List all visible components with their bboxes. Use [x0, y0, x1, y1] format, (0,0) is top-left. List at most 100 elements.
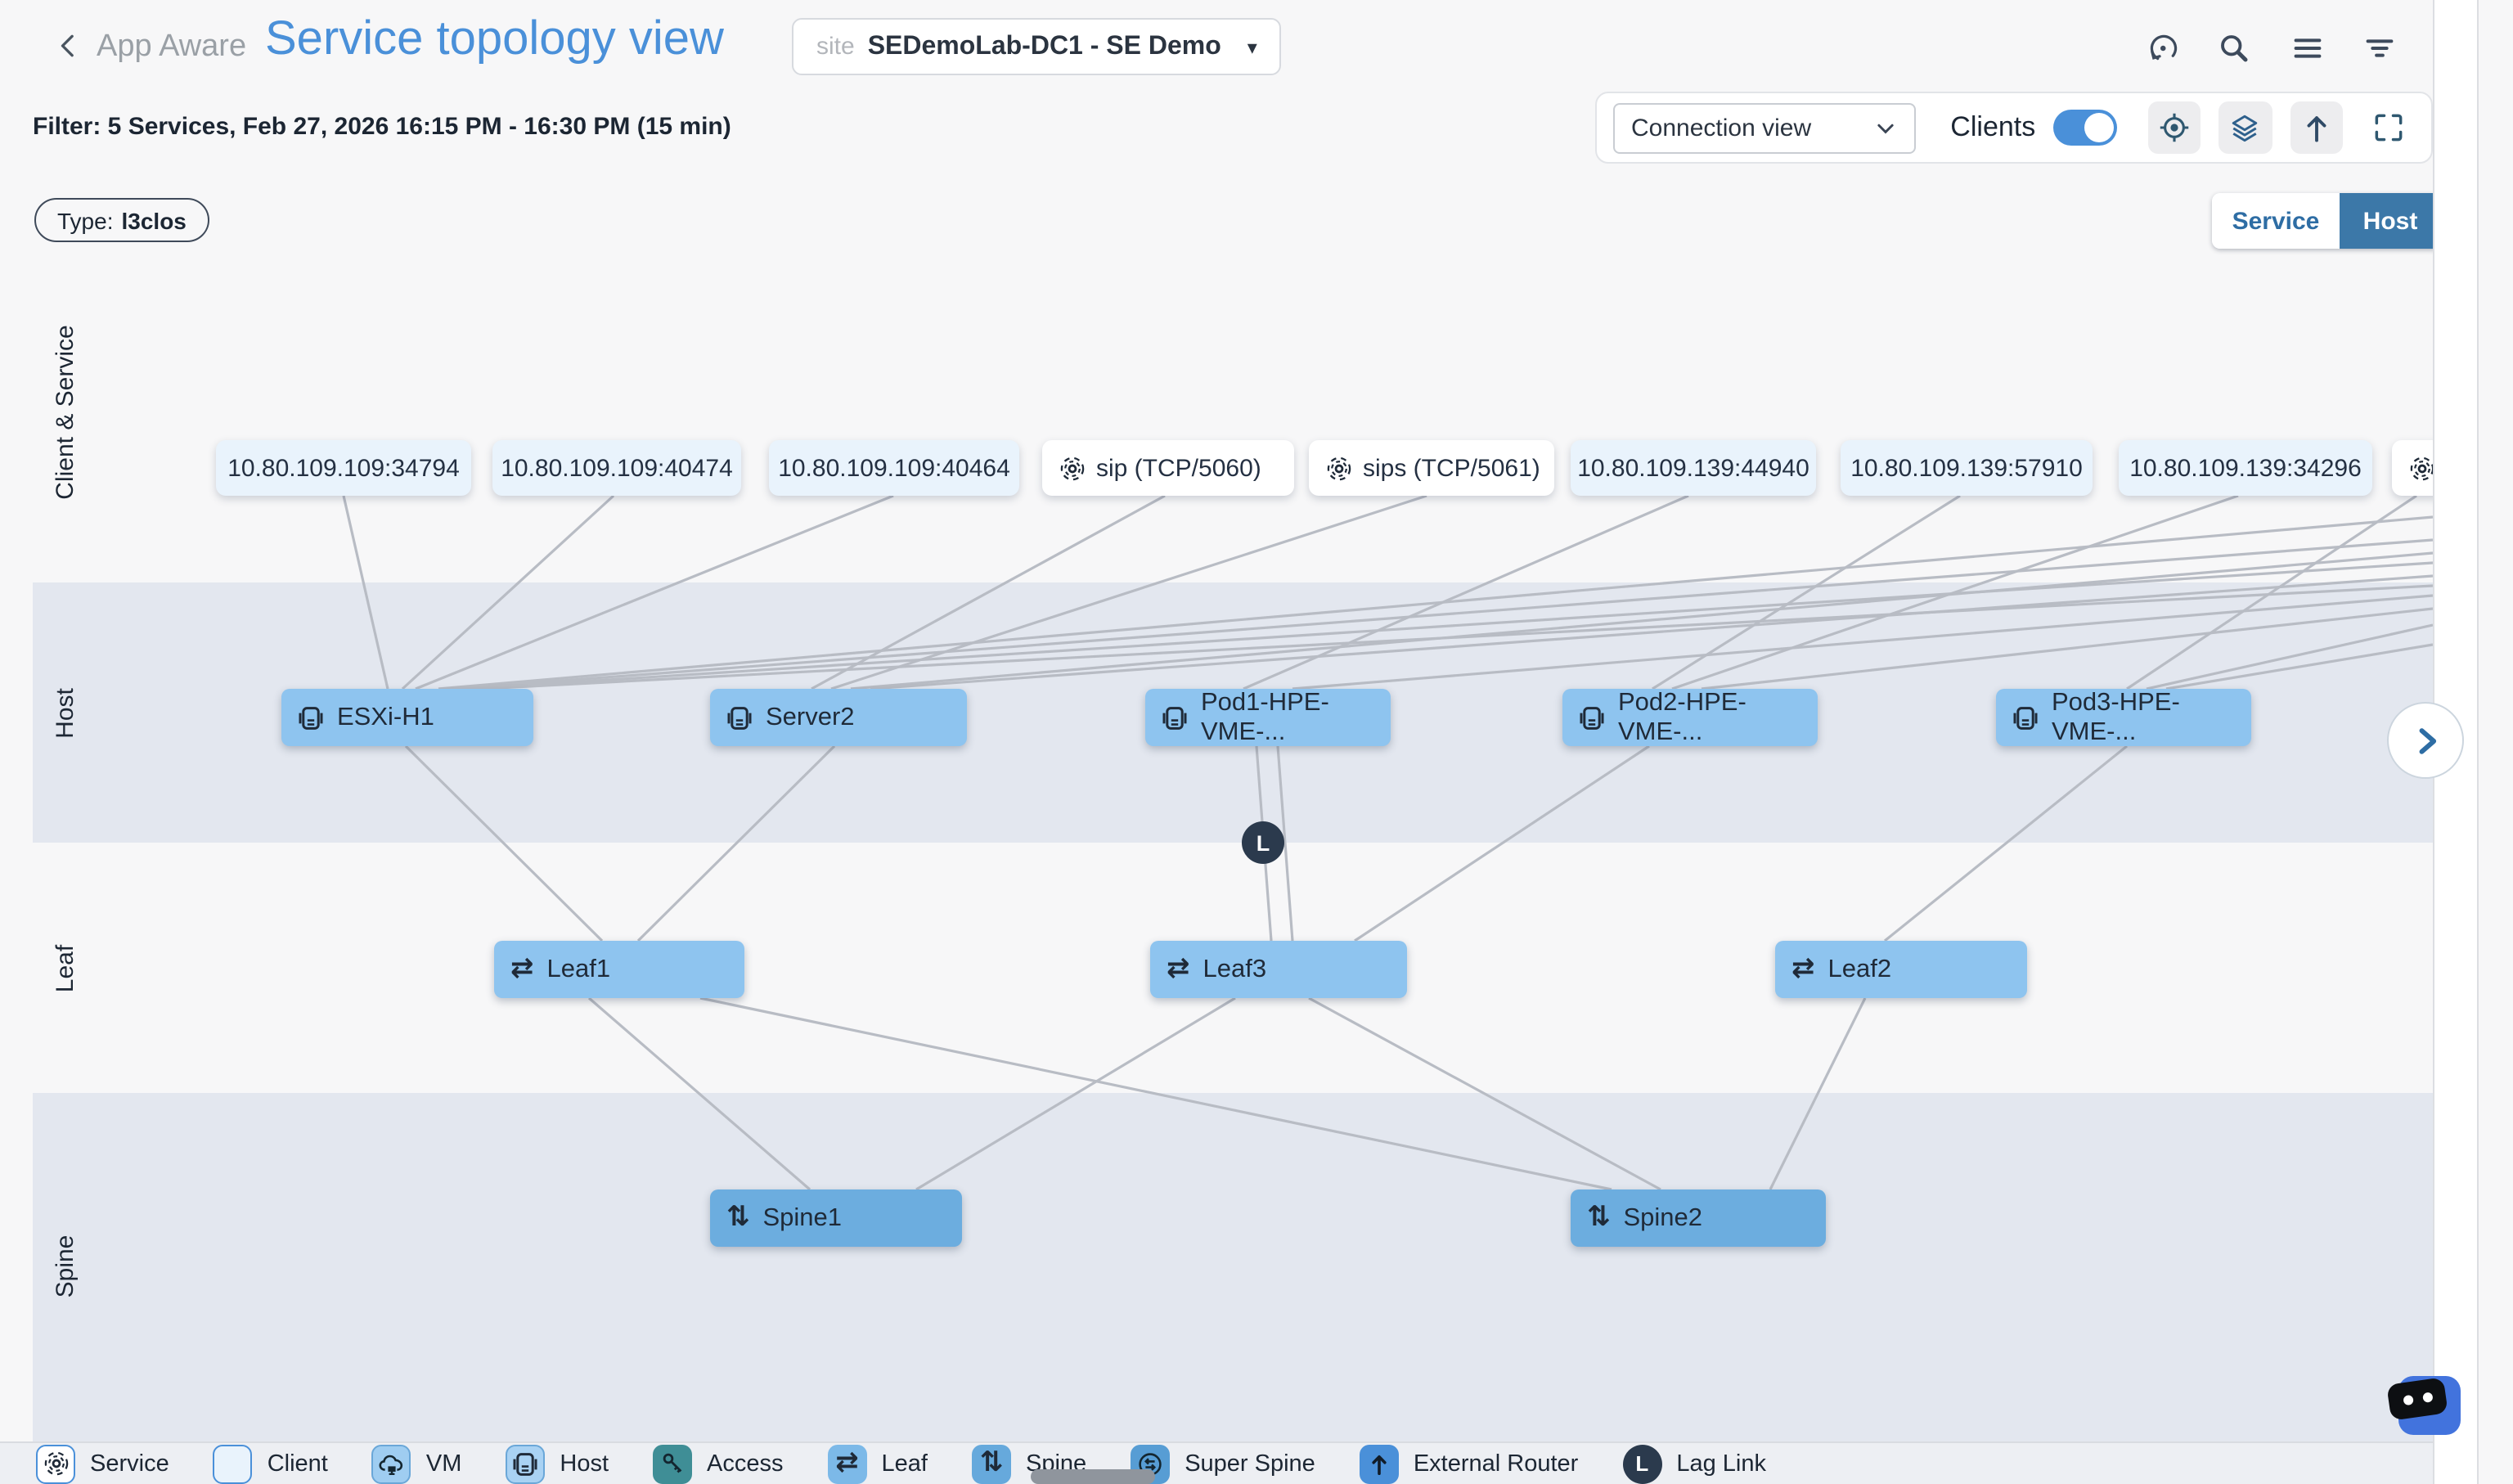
- chip-label: sip (TCP/5060): [1096, 454, 1261, 482]
- client-chip[interactable]: 10.80.109.109:40464: [769, 440, 1019, 496]
- lane-band: [33, 1093, 2433, 1441]
- filter-summary: Filter: 5 Services, Feb 27, 2026 16:15 P…: [33, 113, 731, 141]
- client-chip[interactable]: 10.80.109.109:34794: [216, 440, 471, 496]
- service-chip[interactable]: sips (TCP/5061): [1309, 440, 1554, 496]
- client-chip[interactable]: 10.80.109.109:40474: [492, 440, 741, 496]
- legend-item-host: Host: [506, 1444, 609, 1483]
- locate-icon[interactable]: [2147, 101, 2201, 154]
- robot-head-icon: [2386, 1377, 2448, 1421]
- chip-label: 10.80.109.109:40474: [501, 454, 733, 482]
- view-toolbar: Connection view Clients: [1595, 92, 2433, 164]
- legend-label: Host: [560, 1450, 609, 1477]
- legend-label: VM: [425, 1450, 462, 1477]
- history-icon[interactable]: [2142, 26, 2184, 69]
- host-icon: [2012, 704, 2039, 731]
- chip-label: 10.80.109.139:57910: [1850, 454, 2083, 482]
- leaf-node[interactable]: ⇄Leaf3: [1150, 941, 1407, 998]
- legend-label: Leaf: [881, 1450, 928, 1477]
- vm-legend-icon: [371, 1444, 411, 1483]
- filter-icon[interactable]: [2358, 26, 2400, 69]
- horizontal-scrollbar-thumb[interactable]: [1031, 1469, 1155, 1484]
- view-mode-value: Connection view: [1631, 114, 1812, 142]
- host-node[interactable]: Server2: [710, 689, 967, 746]
- chevron-down-icon: [1877, 123, 1894, 133]
- clients-toggle[interactable]: [2053, 110, 2116, 146]
- back-button[interactable]: [49, 26, 88, 65]
- host-node[interactable]: ESXi-H1: [281, 689, 533, 746]
- spine-glyph: ⇅: [1587, 1201, 1611, 1234]
- service-chip[interactable]: [2392, 440, 2433, 496]
- clients-label: Clients: [1950, 111, 2036, 142]
- legend-item-vm: VM: [371, 1444, 462, 1483]
- client-chip[interactable]: 10.80.109.139:44940: [1571, 440, 1816, 496]
- leaf-glyph: ⇄: [1791, 952, 1815, 985]
- dropdown-caret-icon: ▾: [1247, 35, 1257, 58]
- fullscreen-icon[interactable]: [2362, 101, 2415, 154]
- spine-legend-icon: ⇅: [972, 1444, 1011, 1483]
- node-label: ESXi-H1: [337, 703, 434, 731]
- type-filter-chip: Type: l3clos: [34, 198, 209, 242]
- open-right-panel-button[interactable]: [2387, 702, 2464, 779]
- legend-item-superspine: Super Spine: [1131, 1444, 1315, 1483]
- lane-label-client-service: Client & Service: [52, 325, 79, 500]
- site-value: SEDemoLab-DC1 - SE Demo: [867, 32, 1221, 60]
- host-tab[interactable]: Host: [2340, 193, 2441, 249]
- client-chip[interactable]: 10.80.109.139:34296: [2119, 440, 2372, 496]
- extrouter-legend-icon: [1359, 1444, 1399, 1483]
- host-node[interactable]: Pod2-HPE-VME-...: [1562, 688, 1818, 746]
- node-label: Leaf2: [1827, 955, 1892, 983]
- leaf-node[interactable]: ⇄ Leaf2: [1775, 941, 2027, 998]
- chip-label: sips (TCP/5061): [1363, 454, 1540, 482]
- site-selector[interactable]: site SEDemoLab-DC1 - SE Demo ▾: [792, 18, 1282, 75]
- legend-label: Service: [90, 1450, 169, 1477]
- spine-node[interactable]: ⇅Spine1: [710, 1189, 962, 1247]
- host-node[interactable]: Pod1-HPE-VME-...: [1145, 688, 1391, 746]
- host-node[interactable]: Pod3-HPE-VME-...: [1996, 688, 2251, 746]
- page-title: Service topology view: [265, 13, 724, 65]
- chevron-right-icon: [2418, 727, 2436, 753]
- chip-label: 10.80.109.139:34296: [2129, 454, 2362, 482]
- node-label: Spine1: [762, 1203, 843, 1231]
- node-label: Spine2: [1623, 1203, 1703, 1231]
- client-chip[interactable]: 10.80.109.139:57910: [1841, 440, 2093, 496]
- lag-link-badge[interactable]: L: [1242, 821, 1284, 864]
- node-label: Pod2-HPE-VME-...: [1618, 688, 1747, 745]
- access-legend-icon: [653, 1444, 693, 1483]
- chevron-left-icon: [61, 34, 74, 57]
- service-icon: [2410, 456, 2433, 480]
- chip-label: 10.80.109.109:34794: [227, 454, 460, 482]
- legend-label: Client: [267, 1450, 328, 1477]
- legend-label: Super Spine: [1185, 1450, 1315, 1477]
- menu-icon[interactable]: [2286, 26, 2328, 69]
- service-host-segmented: Service Host: [2212, 193, 2441, 249]
- legend-label: Lag Link: [1676, 1450, 1766, 1477]
- legend-label: Access: [707, 1450, 784, 1477]
- assistant-robot-button[interactable]: [2386, 1376, 2461, 1435]
- host-icon: [1162, 704, 1188, 731]
- service-icon: [1327, 456, 1351, 480]
- node-label: Pod3-HPE-VME-...: [2052, 688, 2180, 745]
- service-chip[interactable]: sip (TCP/5060): [1042, 440, 1294, 496]
- legend-item-service: Service: [36, 1444, 169, 1483]
- node-label: Pod1-HPE-VME-...: [1201, 688, 1329, 745]
- host-icon: [726, 704, 753, 731]
- client-legend-icon: [213, 1444, 253, 1483]
- leaf-node[interactable]: ⇄Leaf1: [494, 941, 744, 998]
- service-legend-icon: [36, 1444, 75, 1483]
- chip-label: 10.80.109.139:44940: [1577, 454, 1809, 482]
- view-mode-select[interactable]: Connection view: [1613, 102, 1917, 153]
- export-up-icon[interactable]: [2290, 101, 2344, 154]
- lane-label-leaf: Leaf: [52, 944, 79, 993]
- search-icon[interactable]: [2212, 26, 2255, 69]
- type-value: l3clos: [121, 207, 187, 233]
- legend-item-leaf: ⇄Leaf: [827, 1444, 928, 1483]
- layers-icon[interactable]: [2219, 101, 2272, 154]
- service-tab[interactable]: Service: [2212, 193, 2340, 249]
- spine-node[interactable]: ⇅ Spine2: [1571, 1189, 1826, 1247]
- breadcrumb[interactable]: App Aware: [97, 29, 247, 64]
- leaf-glyph: ⇄: [1167, 952, 1190, 985]
